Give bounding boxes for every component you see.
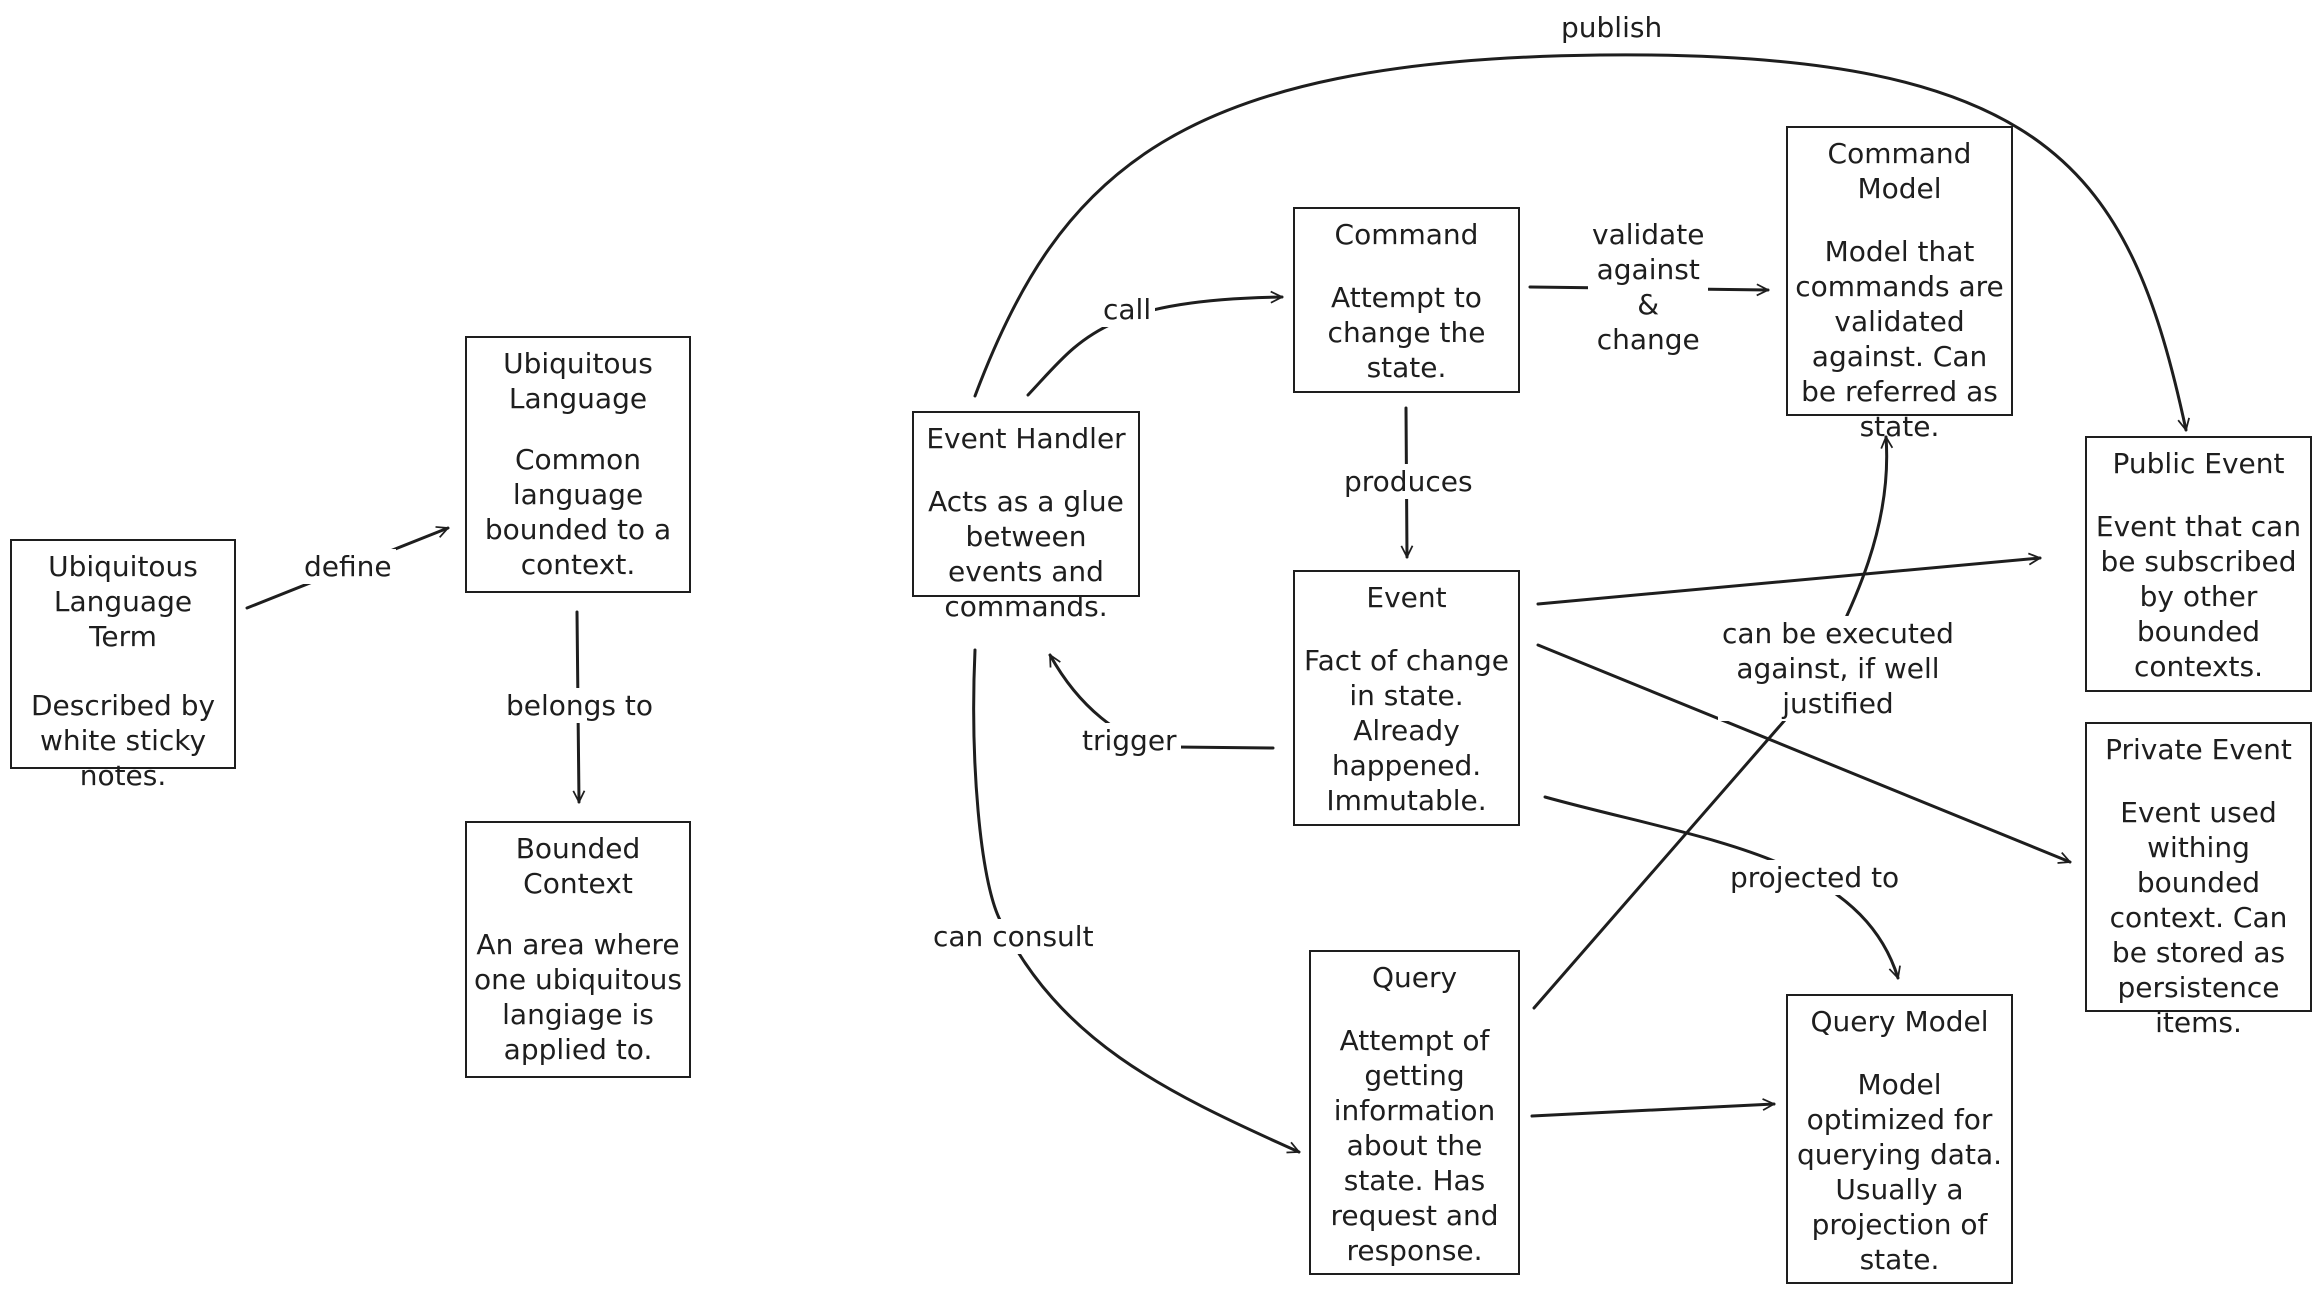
node-query: Query Attempt of getting information abo… (1309, 950, 1520, 1275)
node-title: Command Model (1827, 137, 1972, 205)
node-title: Event Handler (926, 422, 1126, 455)
node-command-model: Command Model Model that commands are va… (1786, 126, 2013, 443)
edge-projected-to (1543, 795, 1898, 978)
edge-label-can-be-executed: can be executed against, if well justifi… (1718, 616, 1958, 721)
node-ubiquitous-language-term: Ubiquitous Language Term Described by wh… (10, 539, 236, 792)
node-desc: Acts as a glue between events and comman… (928, 485, 1124, 623)
node-event: Event Fact of change in state. Already h… (1293, 570, 1520, 826)
node-title: Ubiquitous Language (503, 347, 653, 415)
node-desc: Common language bounded to a context. (484, 443, 672, 581)
edge-label-validate: validate against & change (1588, 217, 1709, 357)
node-event-handler: Event Handler Acts as a glue between eve… (912, 411, 1140, 623)
node-title: Query (1371, 961, 1458, 994)
edge-label-can-consult: can consult (929, 919, 1098, 954)
node-desc: Model optimized for querying data. Usual… (1797, 1068, 2002, 1276)
edge-label-call: call (1099, 292, 1156, 327)
edge-label-produces: produces (1340, 464, 1477, 499)
edge-event-to-private (1536, 643, 2070, 862)
node-title: Query Model (1810, 1005, 1989, 1038)
node-desc: Described by white sticky notes. (30, 689, 216, 792)
node-command: Command Attempt to change the state. (1293, 207, 1520, 393)
node-public-event: Public Event Event that can be subscribe… (2085, 436, 2312, 692)
node-desc: Model that commands are validated agains… (1795, 235, 2004, 443)
edge-label-belongs-to: belongs to (502, 688, 658, 723)
node-private-event: Private Event Event used withing bounded… (2085, 722, 2312, 1039)
edge-executed-agist (1530, 1104, 1774, 1118)
node-title: Command (1334, 218, 1479, 251)
node-title: Bounded Context (515, 832, 641, 900)
node-ubiquitous-language: Ubiquitous Language Common language boun… (465, 336, 691, 593)
edge-event-to-public (1536, 558, 2040, 606)
edge-label-trigger: trigger (1078, 723, 1181, 758)
node-desc: Attempt to change the state. (1327, 281, 1486, 384)
node-title: Private Event (2105, 733, 2292, 766)
edge-label-define: define (300, 549, 396, 584)
node-desc: An area where one ubiquitous langiage is… (473, 928, 683, 1066)
node-bounded-context: Bounded Context An area where one ubiqui… (465, 821, 691, 1078)
node-desc: Event used withing bounded context. Can … (2109, 796, 2288, 1039)
node-title: Event (1366, 581, 1447, 614)
edge-label-publish: publish (1557, 10, 1667, 45)
node-desc: Attempt of getting information about the… (1330, 1024, 1499, 1267)
node-query-model: Query Model Model optimized for querying… (1786, 994, 2013, 1284)
edge-can-be-executed (1532, 437, 1887, 1010)
node-title: Ubiquitous Language Term (48, 550, 198, 653)
node-title: Public Event (2112, 447, 2285, 480)
node-desc: Fact of change in state. Already happene… (1304, 644, 1509, 817)
node-desc: Event that can be subscribed by other bo… (2095, 510, 2302, 683)
edge-publish (973, 53, 2186, 430)
edge-label-projected-to: projected to (1726, 860, 1904, 895)
